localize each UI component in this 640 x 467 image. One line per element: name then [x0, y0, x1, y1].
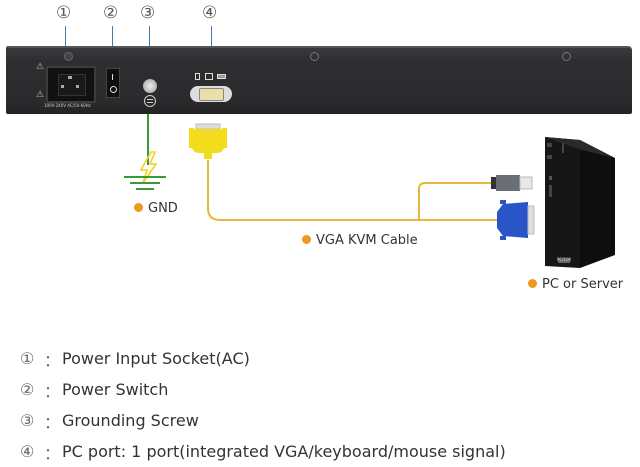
pc-model-badge: PC/100 — [557, 257, 572, 262]
usb-plug — [491, 175, 533, 191]
callout-line-1 — [65, 26, 66, 62]
callout-1: ① — [56, 3, 72, 23]
vga-plug-kvm-side — [189, 123, 227, 159]
legend-text: Grounding Screw — [62, 411, 199, 430]
legend-separator: ： — [44, 350, 61, 370]
legend-number: ② — [20, 380, 35, 399]
warning-icon: ⚠ — [36, 62, 45, 72]
legend-item: ③ ： Grounding Screw — [20, 405, 506, 436]
legend-item: ④ ： PC port: 1 port(integrated VGA/keybo… — [20, 436, 506, 467]
legend-text: Power Input Socket(AC) — [62, 349, 250, 368]
callout-3: ③ — [140, 3, 156, 23]
callout-line-3 — [149, 26, 150, 52]
power-input-socket[interactable] — [46, 66, 96, 103]
warning-icon: ⚠ — [36, 90, 45, 100]
gnd-label: GND — [134, 201, 178, 216]
cable-label: VGA KVM Cable — [302, 233, 418, 248]
bullet-icon — [302, 235, 311, 244]
pc-label: PC or Server — [528, 277, 623, 292]
cable-label-text: VGA KVM Cable — [316, 233, 418, 248]
legend-number: ① — [20, 349, 35, 368]
legend-separator: ： — [44, 381, 61, 401]
chassis-screw-icon — [310, 52, 319, 61]
legend-number: ③ — [20, 411, 35, 430]
vga-kvm-cable — [207, 160, 497, 221]
legend: ① ： Power Input Socket(AC) ② ： Power Swi… — [20, 343, 506, 467]
callout-4: ④ — [202, 3, 218, 23]
legend-separator: ： — [44, 412, 61, 432]
legend-separator: ： — [44, 443, 61, 463]
bullet-icon — [528, 279, 537, 288]
monitor-icon — [205, 73, 213, 80]
chassis-screw-icon — [562, 52, 571, 61]
lightning-icon — [139, 151, 158, 184]
bullet-icon — [134, 203, 143, 212]
power-switch[interactable] — [106, 68, 120, 98]
usb-cable-branch — [418, 182, 493, 220]
pc-label-text: PC or Server — [542, 277, 624, 292]
legend-item: ① ： Power Input Socket(AC) — [20, 343, 506, 374]
power-rating-text: 100V-240V AC/50-60Hz — [44, 103, 91, 108]
legend-item: ② ： Power Switch — [20, 374, 506, 405]
gnd-label-text: GND — [148, 201, 178, 216]
callout-line-2 — [112, 26, 113, 52]
vga-plug-pc-side — [497, 200, 535, 240]
callout-2: ② — [103, 3, 119, 23]
legend-text: PC port: 1 port(integrated VGA/keyboard/… — [62, 442, 506, 461]
vga-pc-port[interactable] — [190, 86, 232, 102]
chassis-screw-icon — [64, 52, 73, 61]
legend-text: Power Switch — [62, 380, 169, 399]
mouse-icon — [217, 74, 226, 79]
legend-number: ④ — [20, 442, 35, 461]
keyboard-icon — [195, 73, 200, 80]
callout-line-4 — [211, 26, 212, 58]
grounding-screw[interactable] — [143, 79, 157, 93]
ground-symbol-icon — [144, 95, 156, 107]
kvm-rear-panel: ⚠ ⚠ 100V-240V AC/50-60Hz — [6, 46, 632, 114]
pc-tower-icon — [545, 137, 615, 268]
